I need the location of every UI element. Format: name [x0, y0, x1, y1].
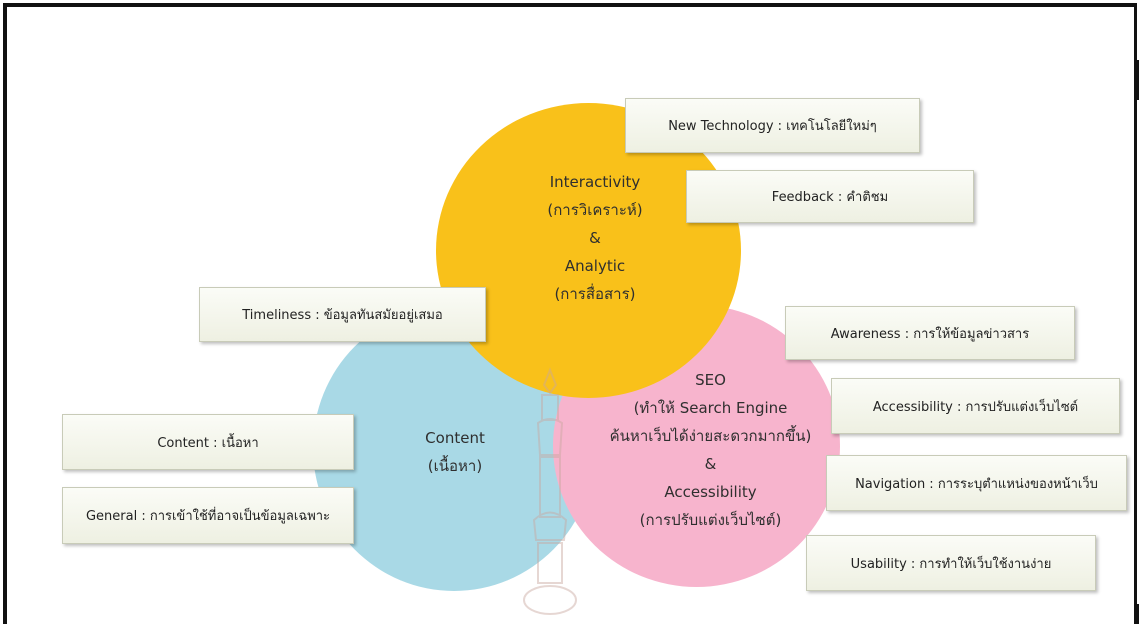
content-title: Content — [425, 429, 485, 447]
frame-edge-mark — [1136, 604, 1139, 624]
interactivity-title: Interactivity — [549, 173, 641, 191]
timeliness-box: Timeliness : ข้อมูลทันสมัยอยู่เสมอ — [199, 287, 486, 342]
seo-desc-2: ค้นหาเว็บได้ง่ายสะดวกมากขึ้น) — [609, 427, 812, 445]
ampersand: & — [589, 229, 601, 247]
university-seal-watermark — [523, 367, 577, 615]
new-technology-box: New Technology : เทคโนโลยีใหม่ๆ — [625, 98, 920, 153]
accessibility-box: Accessibility : การปรับแต่งเว็บไซต์ — [831, 378, 1120, 434]
feedback-box: Feedback : คำติชม — [686, 170, 974, 223]
general-box: General : การเข้าใช้ที่อาจเป็นข้อมูลเฉพา… — [62, 487, 354, 544]
seo-circle-label: SEO (ทำให้ Search Engine ค้นหาเว็บได้ง่า… — [578, 366, 843, 534]
navigation-box: Navigation : การระบุตำแหน่งของหน้าเว็บ — [826, 455, 1127, 511]
accessibility-thai: (การปรับแต่งเว็บไซต์) — [639, 511, 782, 529]
analytic-thai: (การสื่อสาร) — [554, 285, 636, 303]
ampersand: & — [704, 455, 717, 473]
analytic-title: Analytic — [564, 257, 626, 275]
usability-box: Usability : การทำให้เว็บใช้งานง่าย — [806, 535, 1096, 591]
awareness-box: Awareness : การให้ข้อมูลข่าวสาร — [785, 306, 1075, 360]
accessibility-title: Accessibility — [664, 483, 757, 501]
content-box: Content : เนื้อหา — [62, 414, 354, 470]
interactivity-thai: (การวิเคราะห์) — [547, 201, 643, 219]
content-circle-label: Content (เนื้อหา) — [385, 424, 525, 480]
seo-title: SEO — [695, 371, 726, 389]
content-thai: (เนื้อหา) — [427, 457, 483, 475]
seo-desc-1: (ทำให้ Search Engine — [633, 399, 788, 417]
frame-edge-mark — [1136, 60, 1139, 100]
interactivity-circle-label: Interactivity (การวิเคราะห์) & Analytic … — [500, 168, 690, 308]
diagram-frame — [3, 3, 1137, 624]
